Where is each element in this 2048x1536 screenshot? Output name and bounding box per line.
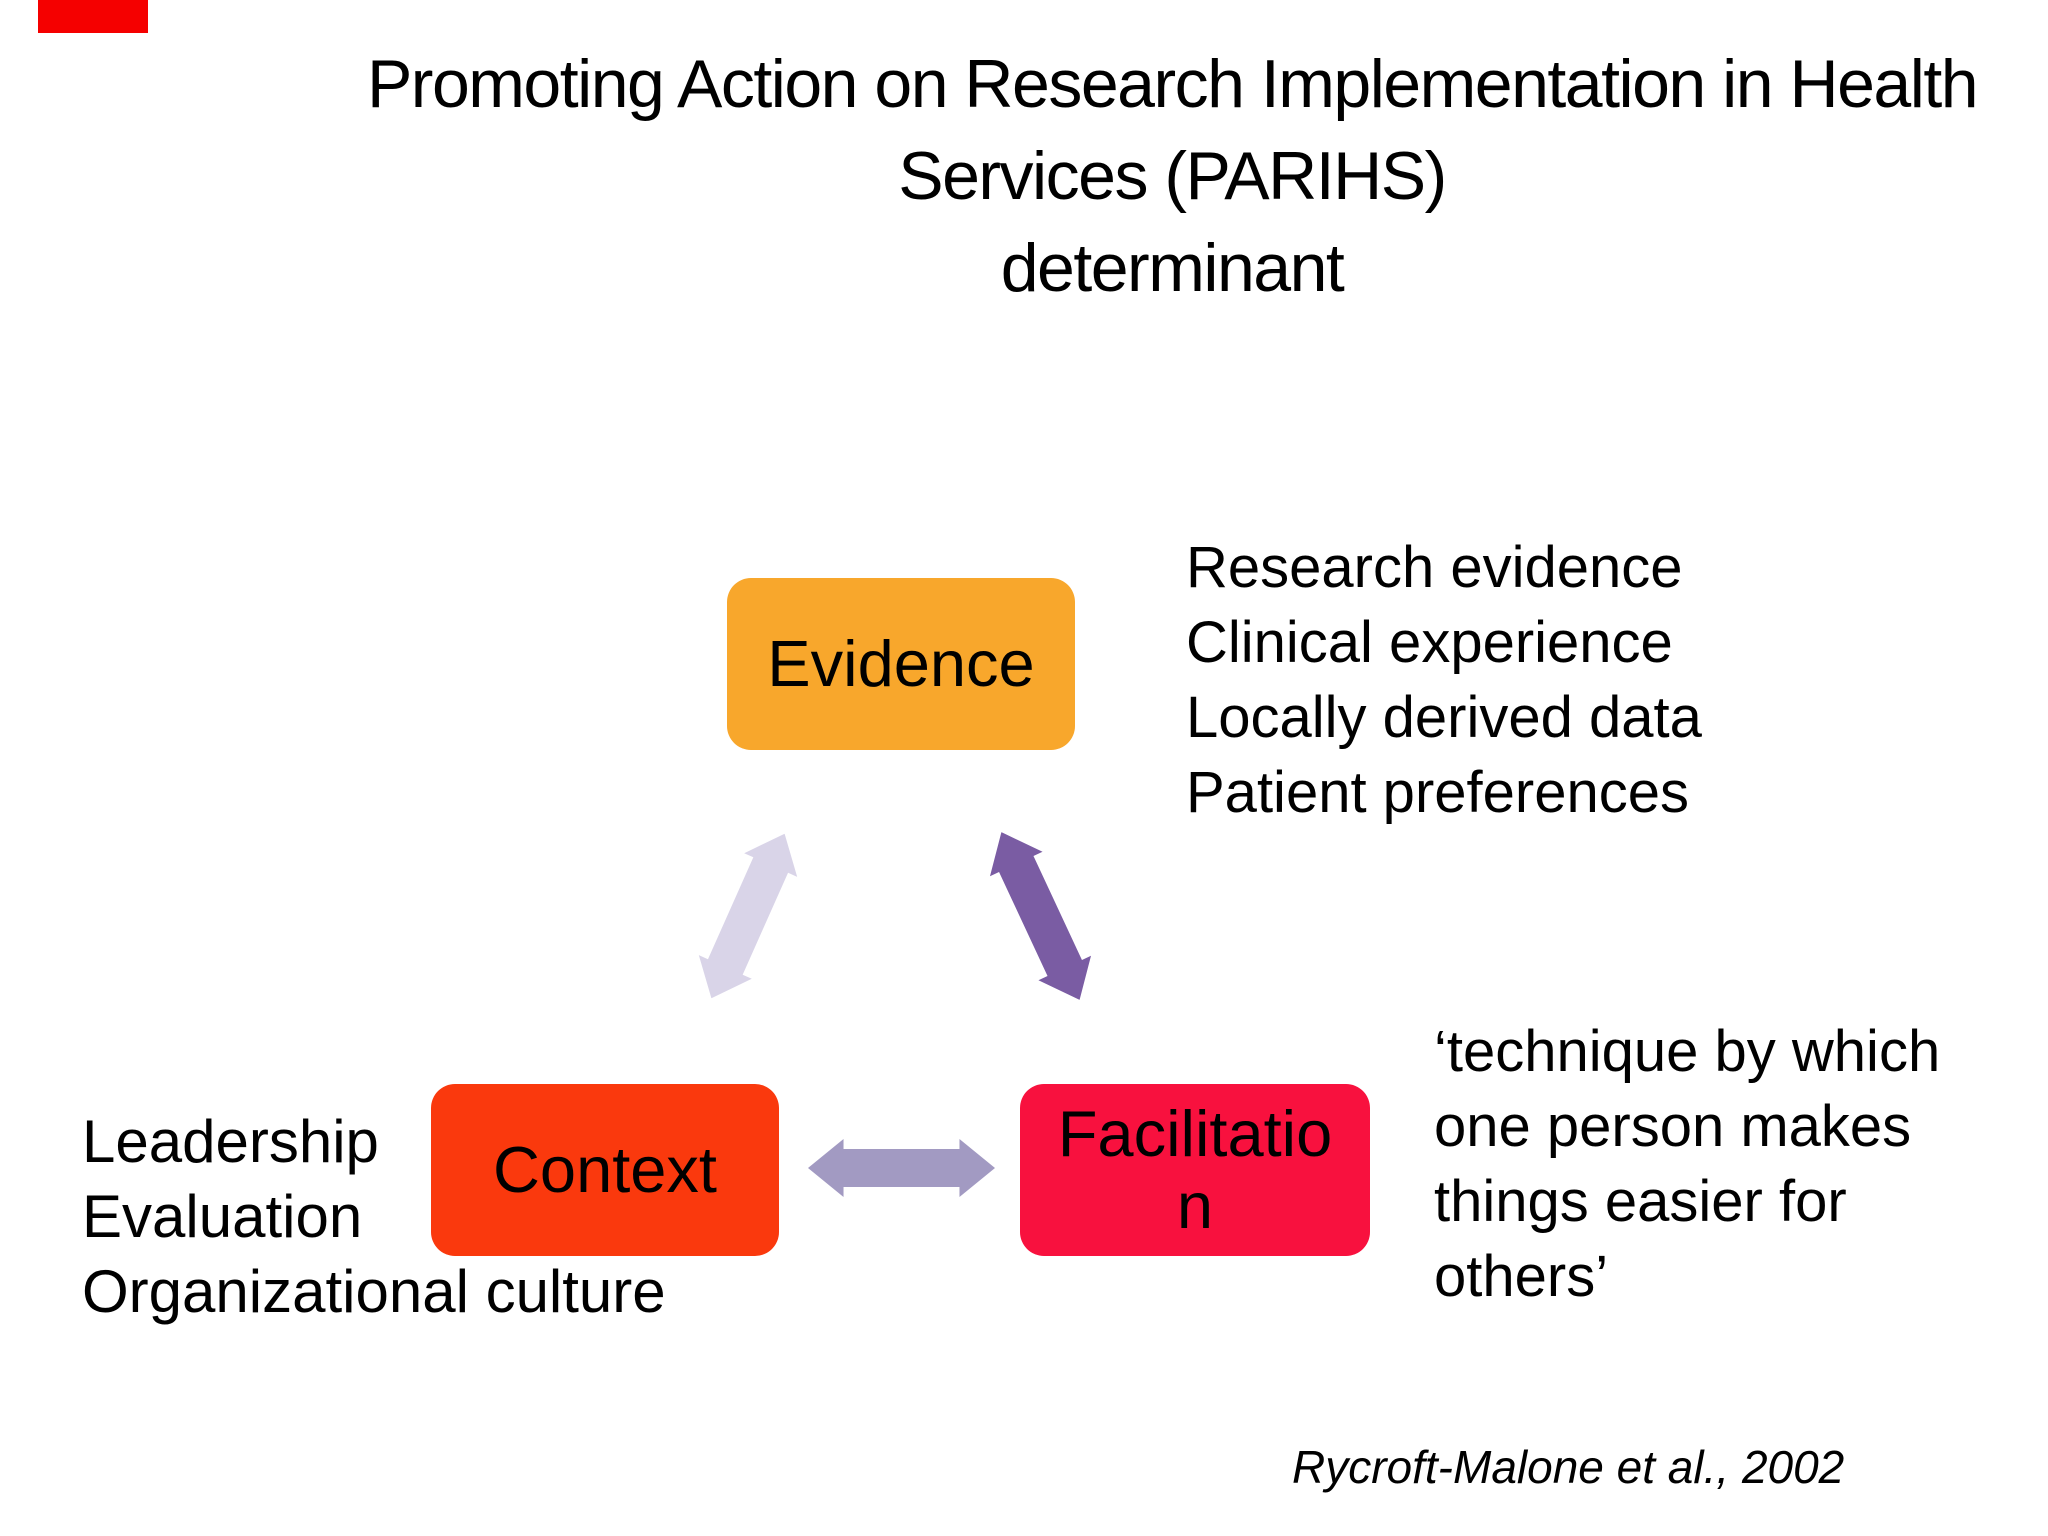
double-arrow-shape: [698, 833, 798, 999]
context-note-item: Evaluation: [82, 1183, 363, 1250]
context-box: Context: [431, 1084, 779, 1256]
context-box-label: Context: [492, 1133, 717, 1206]
facilitation-quote-line: ‘technique by which: [1434, 1019, 1941, 1084]
context-facilitation-double-arrow-icon: [808, 1136, 995, 1200]
facilitation-box: Facilitatio n: [1020, 1084, 1370, 1256]
red-marker-bar: [38, 0, 148, 33]
evidence-note-item: Research evidence: [1186, 535, 1683, 600]
slide-title-line-1: Promoting Action on Research Implementat…: [366, 46, 1979, 122]
context-evidence-double-arrow-icon: [682, 821, 814, 1011]
slide-title-line-3: determinant: [1000, 230, 1345, 306]
facilitation-quote-line: others’: [1434, 1244, 1609, 1309]
slide-title-line-2: Services (PARIHS): [898, 138, 1447, 214]
slide-title: Promoting Action on Research Implementat…: [310, 38, 2034, 314]
citation-text: Rycroft-Malone et al., 2002: [1292, 1441, 1845, 1493]
evidence-box: Evidence: [727, 578, 1075, 750]
context-note-item: Leadership: [82, 1108, 379, 1175]
evidence-facilitation-double-arrow-icon: [972, 819, 1108, 1014]
evidence-notes-list: Research evidence Clinical experience Lo…: [1186, 530, 1702, 830]
facilitation-quote-line: one person makes: [1434, 1094, 1912, 1159]
double-arrow-shape: [989, 832, 1092, 1000]
facilitation-quote: ‘technique by which one person makes thi…: [1434, 1014, 1940, 1314]
context-note-item: Organizational culture: [82, 1258, 666, 1325]
evidence-note-item: Locally derived data: [1186, 685, 1702, 750]
evidence-note-item: Clinical experience: [1186, 610, 1673, 675]
facilitation-quote-line: things easier for: [1434, 1169, 1847, 1234]
facilitation-box-label-line-2: n: [1176, 1169, 1214, 1242]
context-notes-list: Leadership Evaluation Organizational cul…: [82, 1104, 666, 1329]
evidence-note-item: Patient preferences: [1186, 760, 1689, 825]
evidence-box-label: Evidence: [767, 627, 1035, 700]
double-arrow-shape: [808, 1139, 995, 1197]
facilitation-box-label-line-1: Facilitatio: [1057, 1097, 1333, 1170]
